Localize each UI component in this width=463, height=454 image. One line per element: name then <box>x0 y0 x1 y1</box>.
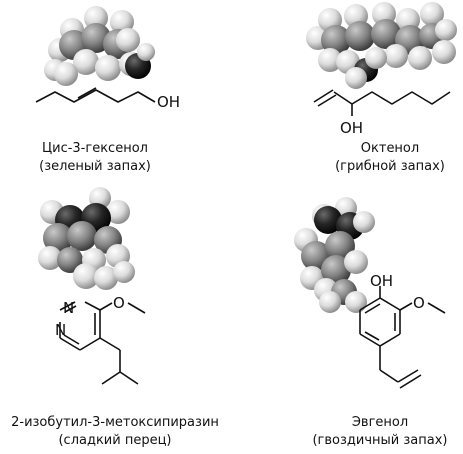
hexenol-space-filling-model <box>44 6 155 86</box>
hexenol-name: Цис-3-гексенол <box>42 141 148 156</box>
octenol-name: Октенол <box>360 141 420 156</box>
methoxypyrazine-caption: 2-изобутил-3-метоксипиразин (сладкий пер… <box>2 414 228 450</box>
methoxypyrazine-structural-formula: N N O <box>55 294 146 385</box>
eugenol-name: Эвгенол <box>351 415 409 430</box>
octenol-caption: Октенол (грибной запах) <box>320 140 460 176</box>
eugenol-aroma: (гвоздичный запах) <box>312 433 448 448</box>
methoxypyrazine-space-filling-model <box>38 187 135 290</box>
eugenol-structural-formula: OH O <box>359 272 446 389</box>
eugenol-methoxy-o-label: O <box>413 294 425 312</box>
methoxypyrazine-name: 2-изобутил-3-метоксипиразин <box>11 415 219 430</box>
octenol-aroma: (грибной запах) <box>335 159 445 174</box>
eugenol-caption: Эвгенол (гвоздичный запах) <box>300 414 460 450</box>
hexenol-caption: Цис-3-гексенол (зеленый запах) <box>20 140 170 176</box>
hexenol-oh-label: OH <box>157 93 180 111</box>
hexenol-aroma: (зеленый запах) <box>39 159 151 174</box>
hexenol-structural-formula: OH <box>35 87 180 111</box>
eugenol-oh-label: OH <box>370 272 393 290</box>
pyrazine-n2-label: N <box>55 321 66 339</box>
methoxy-o-label: O <box>113 294 125 312</box>
octenol-space-filling-model <box>306 2 457 89</box>
pyrazine-n1-label: N <box>63 299 74 317</box>
octenol-oh-label: OH <box>340 119 363 137</box>
eugenol-space-filling-model <box>294 197 375 313</box>
methoxypyrazine-aroma: (сладкий перец) <box>58 433 172 448</box>
octenol-structural-formula: OH <box>313 89 451 137</box>
